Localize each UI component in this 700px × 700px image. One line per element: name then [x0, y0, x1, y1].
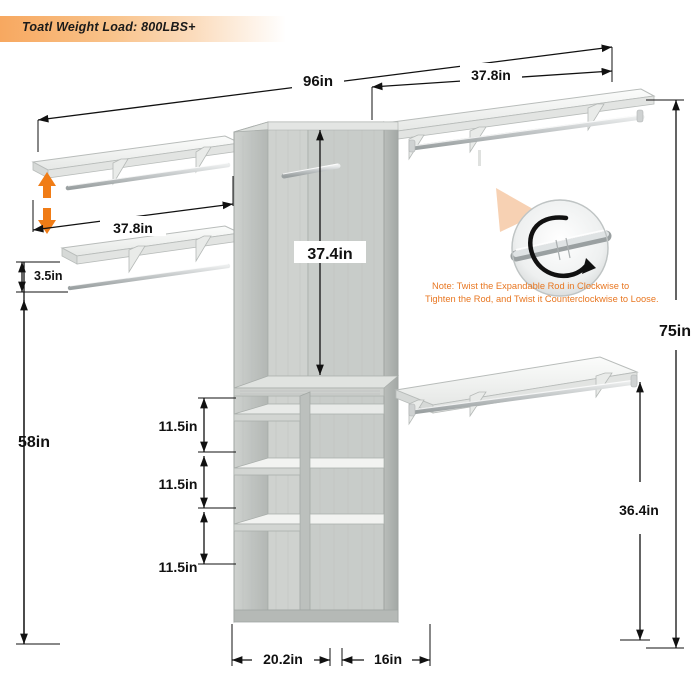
dim-base-right: 16in: [374, 651, 402, 667]
dim-right-lower-height: 36.4in: [619, 502, 659, 518]
arrow-up-icon: [38, 172, 56, 198]
adjustable-height-arrows: [38, 172, 56, 234]
closet-structure: [31, 88, 656, 624]
dimension-lines: [16, 44, 684, 666]
center-tower: [233, 121, 400, 624]
note-line-2: Tighten the Rod, and Twist it Counterclo…: [425, 294, 659, 304]
top-right-shelf: [383, 88, 656, 166]
rotation-arrow-icon: [528, 215, 596, 279]
second-left-shelf: [60, 225, 242, 291]
dim-base-left: 20.2in: [263, 651, 303, 667]
dim-top-width: 96in: [303, 73, 333, 90]
expandable-rod-callout: [496, 188, 612, 297]
callout-note: Note: Twist the Expandable Rod in Clockw…: [425, 281, 659, 304]
right-lower-shelf: [394, 356, 639, 426]
dim-top-right-width: 37.8in: [471, 67, 511, 83]
dim-center-hang: 37.4in: [307, 246, 352, 263]
weight-load-banner: [0, 16, 286, 42]
top-left-shelf: [31, 135, 242, 191]
dim-shelf-gap-1: 11.5in: [159, 418, 198, 434]
dim-left-height: 58in: [18, 434, 50, 451]
dim-left-shelf-width: 37.8in: [113, 220, 153, 236]
dimension-labels: 96in 37.8in 37.8in 3.5in 37.4in 11.5in 1…: [18, 63, 691, 668]
weight-load-text: Toatl Weight Load: 800LBS+: [22, 20, 196, 34]
dim-shelf-gap-2: 11.5in: [159, 476, 198, 492]
dim-shelf-gap-3: 11.5in: [159, 559, 198, 575]
arrow-down-icon: [38, 208, 56, 234]
dim-left-small: 3.5in: [34, 269, 63, 283]
note-line-1: Note: Twist the Expandable Rod in Clockw…: [432, 281, 629, 291]
dim-right-height: 75in: [659, 323, 691, 340]
